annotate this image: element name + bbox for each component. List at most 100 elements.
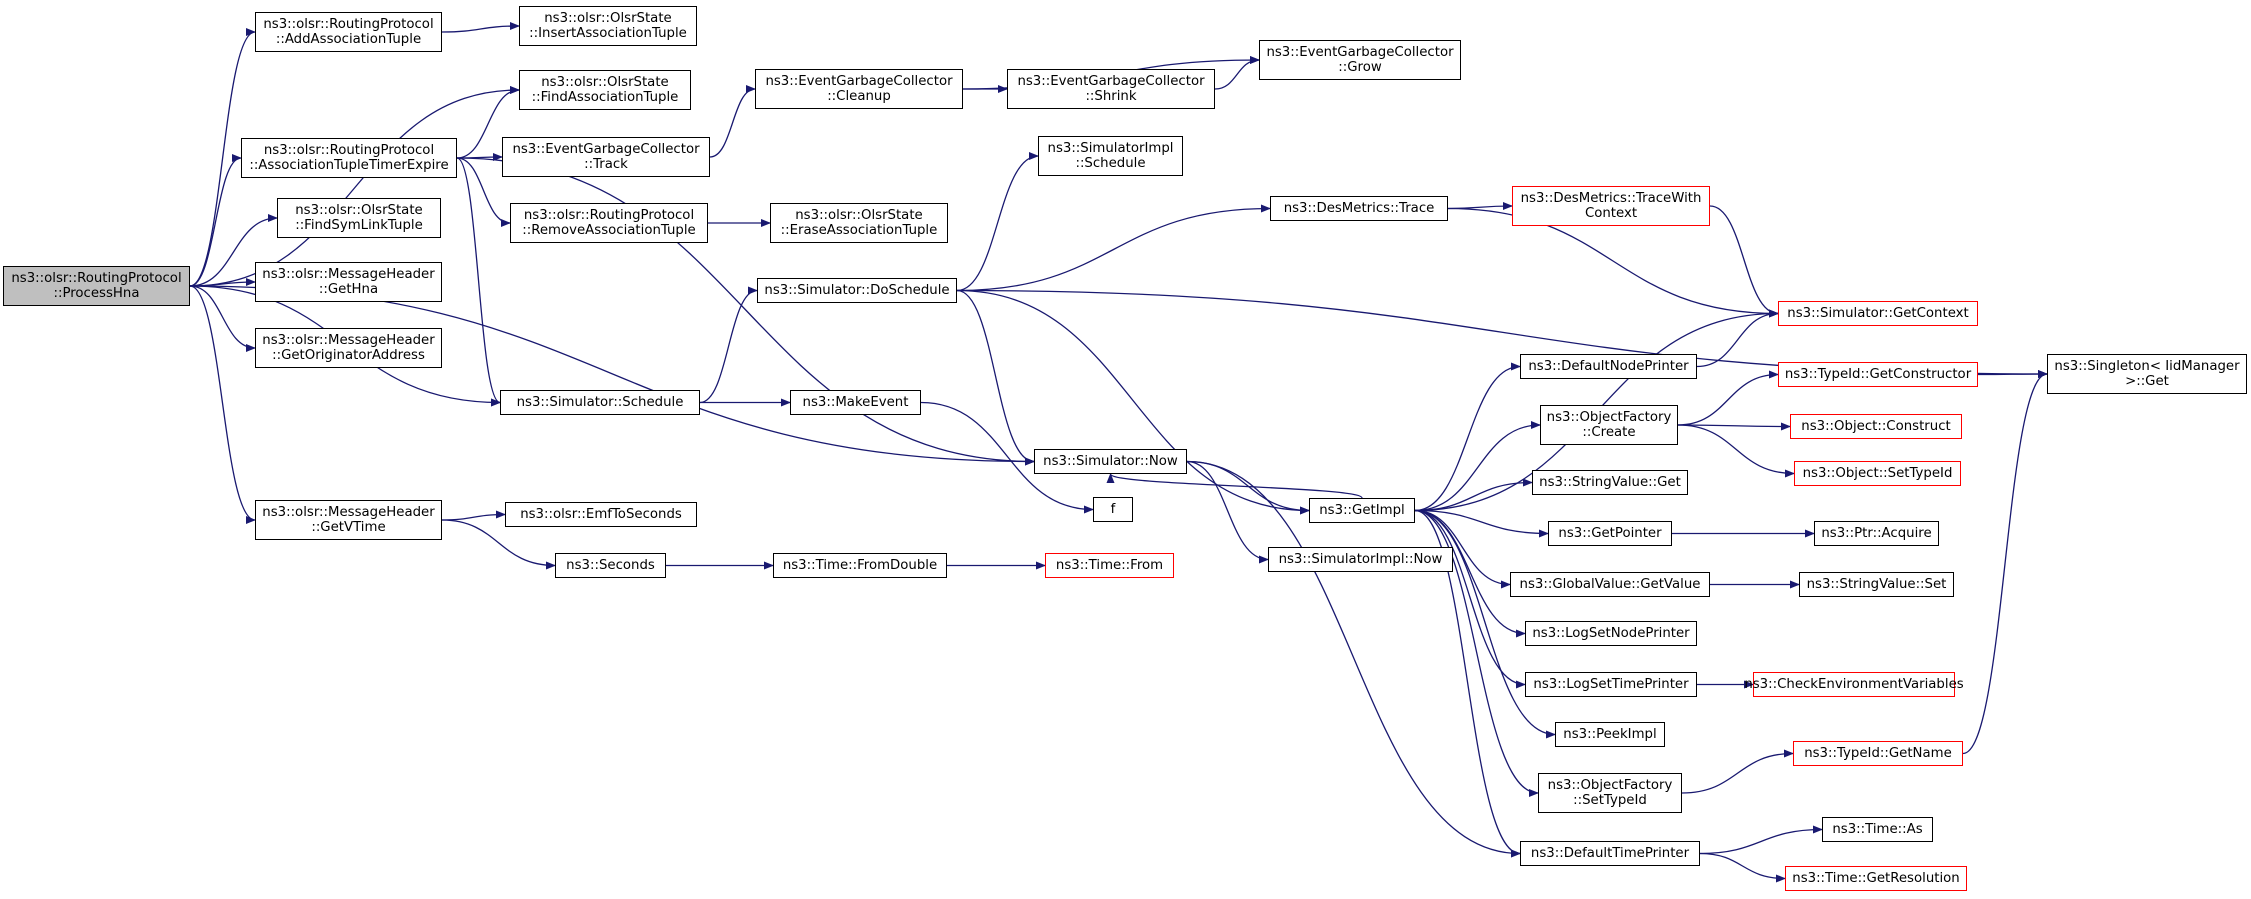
- node-getimpl[interactable]: ns3::GetImpl: [1309, 498, 1415, 523]
- node-ofcreate[interactable]: ns3::ObjectFactory ::Create: [1540, 405, 1678, 445]
- edge-assoctimer-to-removeassoc: [456, 157, 511, 227]
- node-gvgetvalue[interactable]: ns3::GlobalValue::GetValue: [1510, 572, 1710, 597]
- edge-defaulttimeprinter-to-getresolution: [1699, 852, 1786, 883]
- node-egcgrow[interactable]: ns3::EventGarbageCollector ::Grow: [1259, 40, 1461, 80]
- node-f[interactable]: f: [1093, 497, 1133, 522]
- edge-processhna-to-simnow: [189, 285, 1035, 466]
- node-label: ns3::CheckEnvironmentVariables: [1744, 677, 1964, 692]
- node-timeas[interactable]: ns3::Time::As: [1822, 817, 1933, 842]
- node-getpointer[interactable]: ns3::GetPointer: [1548, 521, 1672, 546]
- node-ofsettypeid[interactable]: ns3::ObjectFactory ::SetTypeId: [1538, 773, 1682, 813]
- edge-egcshrink-to-egcgrow: [1214, 56, 1260, 90]
- edge-getvtime-to-emftoseconds: [441, 510, 506, 521]
- node-desmetricstrace[interactable]: ns3::DesMetrics::Trace: [1270, 196, 1448, 221]
- edge-doschedule-to-getimpl: [956, 289, 1310, 515]
- node-label: ns3::ObjectFactory ::SetTypeId: [1547, 778, 1673, 808]
- node-label: ns3::TypeId::GetName: [1804, 746, 1952, 761]
- node-eraseassoc[interactable]: ns3::olsr::OlsrState ::EraseAssociationT…: [770, 203, 948, 243]
- node-egcshrink[interactable]: ns3::EventGarbageCollector ::Shrink: [1007, 69, 1215, 109]
- node-getresolution[interactable]: ns3::Time::GetResolution: [1785, 866, 1967, 891]
- node-simimplschedule[interactable]: ns3::SimulatorImpl ::Schedule: [1038, 136, 1183, 176]
- node-egccleanup[interactable]: ns3::EventGarbageCollector ::Cleanup: [755, 69, 963, 109]
- node-removeassoc[interactable]: ns3::olsr::RoutingProtocol ::RemoveAssoc…: [510, 203, 708, 243]
- node-defaultnodeprinter[interactable]: ns3::DefaultNodePrinter: [1520, 354, 1697, 379]
- node-findsymlink[interactable]: ns3::olsr::OlsrState ::FindSymLinkTuple: [277, 198, 441, 238]
- node-singletonget[interactable]: ns3::Singleton< IidManager >::Get: [2047, 354, 2247, 394]
- node-label: ns3::DesMetrics::TraceWith Context: [1520, 191, 1702, 221]
- node-simimplnow[interactable]: ns3::SimulatorImpl::Now: [1268, 547, 1453, 572]
- node-objsettypeid[interactable]: ns3::Object::SetTypeId: [1794, 461, 1961, 486]
- node-objconstruct[interactable]: ns3::Object::Construct: [1790, 414, 1962, 439]
- node-checkenv[interactable]: ns3::CheckEnvironmentVariables: [1744, 672, 1964, 697]
- edge-getimpl-to-logsettimeprinter: [1414, 509, 1526, 689]
- node-doschedule[interactable]: ns3::Simulator::DoSchedule: [757, 278, 957, 303]
- node-simschedule[interactable]: ns3::Simulator::Schedule: [500, 390, 700, 415]
- node-findassoc[interactable]: ns3::olsr::OlsrState ::FindAssociationTu…: [519, 70, 691, 110]
- node-typeidgetname[interactable]: ns3::TypeId::GetName: [1793, 741, 1963, 766]
- node-label: ns3::DesMetrics::Trace: [1283, 201, 1435, 216]
- node-label: ns3::SimulatorImpl::Now: [1278, 552, 1443, 567]
- node-label: ns3::StringValue::Set: [1806, 577, 1947, 592]
- node-label: ns3::olsr::RoutingProtocol ::ProcessHna: [11, 271, 182, 301]
- node-label: ns3::TypeId::GetConstructor: [1784, 367, 1972, 382]
- node-peekimpl[interactable]: ns3::PeekImpl: [1555, 722, 1665, 747]
- node-label: ns3::EventGarbageCollector ::Cleanup: [765, 74, 953, 104]
- node-fromdouble[interactable]: ns3::Time::FromDouble: [773, 553, 947, 578]
- node-timefrom[interactable]: ns3::Time::From: [1045, 553, 1174, 578]
- node-egctrack[interactable]: ns3::EventGarbageCollector ::Track: [502, 137, 710, 177]
- node-ptracquire[interactable]: ns3::Ptr::Acquire: [1814, 521, 1939, 546]
- node-seconds[interactable]: ns3::Seconds: [555, 553, 666, 578]
- node-label: ns3::MakeEvent: [802, 395, 909, 410]
- edge-ofcreate-to-objsettypeid: [1677, 424, 1795, 478]
- node-simnow[interactable]: ns3::Simulator::Now: [1034, 449, 1187, 474]
- edge-processhna-to-findassoc: [189, 86, 520, 287]
- node-label: ns3::GetImpl: [1319, 503, 1405, 518]
- node-defaulttimeprinter[interactable]: ns3::DefaultTimePrinter: [1520, 841, 1700, 866]
- edge-getimpl-to-peekimpl: [1414, 509, 1556, 739]
- node-label: ns3::LogSetTimePrinter: [1533, 677, 1689, 692]
- edge-getvtime-to-seconds: [441, 519, 556, 570]
- edge-doschedule-to-simimplschedule: [956, 152, 1039, 292]
- node-label: ns3::Simulator::Now: [1043, 454, 1178, 469]
- node-label: ns3::olsr::OlsrState ::FindAssociationTu…: [531, 75, 679, 105]
- edge-getimpl-to-getpointer: [1414, 509, 1549, 538]
- node-label: ns3::Seconds: [566, 558, 655, 573]
- edge-tracewithcontext-to-getcontext: [1709, 205, 1779, 318]
- node-label: ns3::EventGarbageCollector ::Track: [512, 142, 700, 172]
- edge-defaulttimeprinter-to-timeas: [1699, 825, 1823, 855]
- edge-simnow-to-defaulttimeprinter: [1186, 460, 1521, 858]
- node-getvtime[interactable]: ns3::olsr::MessageHeader ::GetVTime: [255, 500, 442, 540]
- node-processhna[interactable]: ns3::olsr::RoutingProtocol ::ProcessHna: [3, 266, 190, 306]
- node-getcontext[interactable]: ns3::Simulator::GetContext: [1778, 301, 1978, 326]
- node-logsettimeprinter[interactable]: ns3::LogSetTimePrinter: [1525, 672, 1697, 697]
- node-label: ns3::Simulator::DoSchedule: [764, 283, 950, 298]
- node-assoctimer[interactable]: ns3::olsr::RoutingProtocol ::Association…: [241, 138, 457, 178]
- node-logsetnodeprinter[interactable]: ns3::LogSetNodePrinter: [1525, 621, 1697, 646]
- node-addassoc[interactable]: ns3::olsr::RoutingProtocol ::AddAssociat…: [255, 12, 442, 52]
- node-gethna[interactable]: ns3::olsr::MessageHeader ::GetHna: [255, 262, 442, 302]
- node-label: ns3::DefaultNodePrinter: [1528, 359, 1689, 374]
- node-stringvalueget[interactable]: ns3::StringValue::Get: [1532, 470, 1688, 495]
- edge-getimpl-to-simnow: [1106, 473, 1363, 499]
- edge-processhna-to-addassoc: [189, 28, 256, 287]
- edge-simnow-to-simimplnow: [1186, 460, 1269, 564]
- node-tracewithcontext[interactable]: ns3::DesMetrics::TraceWith Context: [1512, 186, 1710, 226]
- node-label: ns3::GetPointer: [1558, 526, 1662, 541]
- node-label: ns3::Time::GetResolution: [1792, 871, 1960, 886]
- node-label: ns3::olsr::RoutingProtocol ::AddAssociat…: [263, 17, 434, 47]
- node-makeevent[interactable]: ns3::MakeEvent: [790, 390, 921, 415]
- node-label: ns3::Time::From: [1055, 558, 1164, 573]
- edge-typeidgetname-to-singletonget: [1962, 370, 2048, 755]
- edge-getconstructor-to-singletonget: [1977, 370, 2048, 379]
- node-emftoseconds[interactable]: ns3::olsr::EmfToSeconds: [505, 502, 697, 527]
- node-stringvalueset[interactable]: ns3::StringValue::Set: [1799, 572, 1954, 597]
- node-label: ns3::Object::SetTypeId: [1802, 466, 1953, 481]
- node-label: ns3::Time::FromDouble: [782, 558, 938, 573]
- node-getconstructor[interactable]: ns3::TypeId::GetConstructor: [1778, 362, 1978, 387]
- edge-doschedule-to-desmetricstrace: [956, 204, 1271, 292]
- edge-processhna-to-getvtime: [189, 285, 256, 524]
- node-getorig[interactable]: ns3::olsr::MessageHeader ::GetOriginator…: [255, 328, 442, 368]
- node-insertassoc[interactable]: ns3::olsr::OlsrState ::InsertAssociation…: [519, 6, 697, 46]
- node-label: ns3::olsr::RoutingProtocol ::RemoveAssoc…: [522, 208, 696, 238]
